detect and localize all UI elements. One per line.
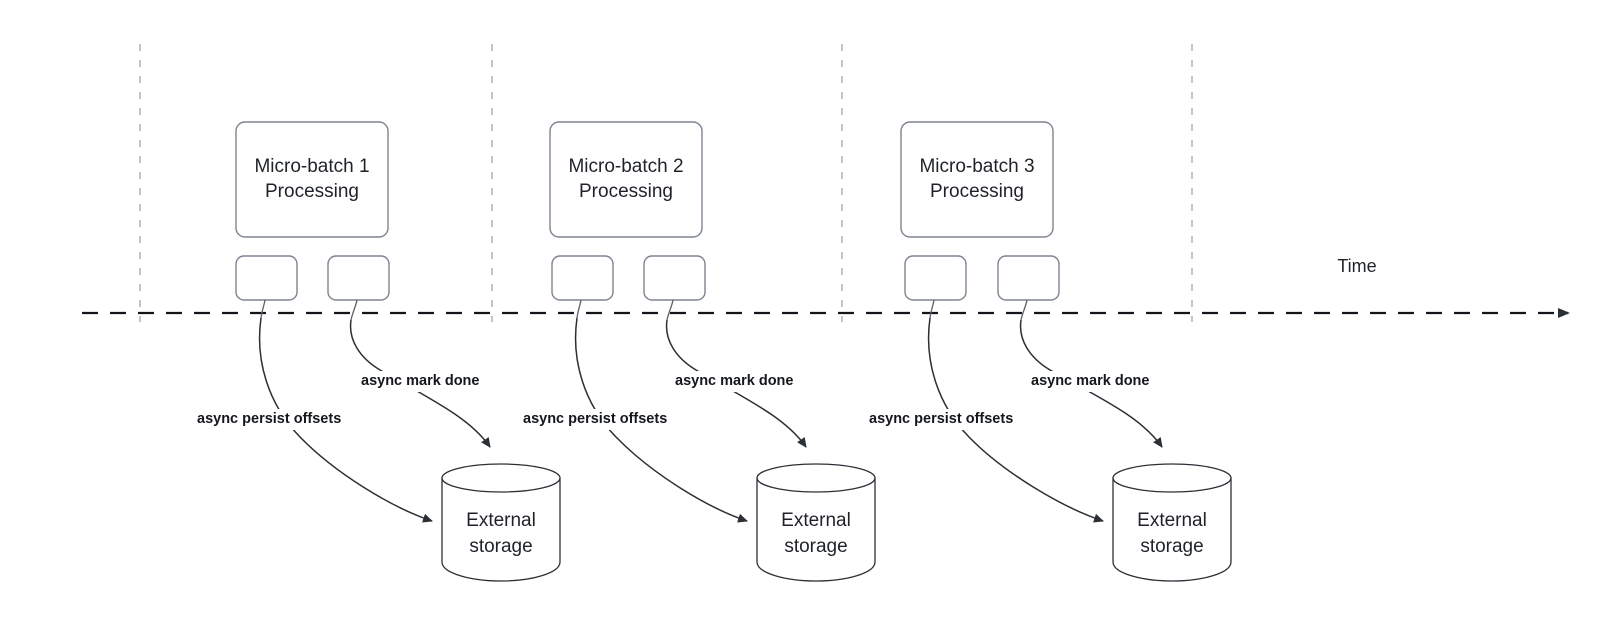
micro-batch-3-task-box-a[interactable] <box>904 255 967 301</box>
batch-group-2: Micro-batch 2 Processing External storag… <box>520 121 876 582</box>
external-storage-1[interactable]: External storage <box>441 463 561 582</box>
label-bg-2b <box>672 371 817 392</box>
external-storage-1-line1: External <box>466 510 536 531</box>
edge-3-persist-offsets <box>927 317 1104 523</box>
external-storage-3-line1: External <box>1137 510 1207 531</box>
batch-group-1: Micro-batch 1 Processing External storag… <box>194 121 561 582</box>
edge-label-1-mark-done: async mark done <box>361 373 479 389</box>
micro-batch-1-box[interactable] <box>235 121 389 238</box>
micro-batch-1-task-box-a[interactable] <box>235 255 298 301</box>
micro-batch-2-box[interactable] <box>549 121 703 238</box>
micro-batch-2-task-box-a[interactable] <box>551 255 614 301</box>
label-bg-3a <box>866 409 1046 430</box>
external-storage-1-line2: storage <box>469 536 532 557</box>
micro-batch-1-task-box-b[interactable] <box>327 255 390 301</box>
edge-label-1-persist-offsets: async persist offsets <box>197 411 341 427</box>
micro-batch-2-title-line1: Micro-batch 2 <box>568 156 683 177</box>
micro-batch-3-task-box-b[interactable] <box>997 255 1060 301</box>
stem-3b <box>1020 299 1028 321</box>
edge-label-3-mark-done: async mark done <box>1031 373 1149 389</box>
micro-batch-1-title-line2: Processing <box>265 181 359 202</box>
edge-2-persist-offsets <box>574 317 748 523</box>
micro-batch-3-box[interactable] <box>900 121 1054 238</box>
stem-2a <box>576 299 582 319</box>
label-bg-3b <box>1028 371 1173 392</box>
micro-batch-3-title-line2: Processing <box>930 181 1024 202</box>
stem-2b <box>666 299 674 321</box>
label-bg-2a <box>520 409 700 430</box>
micro-batch-2-task-box-b[interactable] <box>643 255 706 301</box>
external-storage-2-line2: storage <box>784 536 847 557</box>
stem-1b <box>350 299 358 321</box>
edge-1-persist-offsets <box>258 317 433 523</box>
edge-label-3-persist-offsets: async persist offsets <box>869 411 1013 427</box>
edge-label-2-persist-offsets: async persist offsets <box>523 411 667 427</box>
label-bg-1b <box>358 371 503 392</box>
stem-1a <box>260 299 266 319</box>
time-axis-label: Time <box>1337 256 1376 276</box>
stem-3a <box>929 299 935 319</box>
micro-batch-2-title-line2: Processing <box>579 181 673 202</box>
micro-batch-3-title-line1: Micro-batch 3 <box>919 156 1034 177</box>
external-storage-3[interactable]: External storage <box>1112 463 1232 582</box>
edge-label-2-mark-done: async mark done <box>675 373 793 389</box>
micro-batch-1-title-line1: Micro-batch 1 <box>254 156 369 177</box>
batch-group-3: Micro-batch 3 Processing External storag… <box>866 121 1232 582</box>
external-storage-2-line1: External <box>781 510 851 531</box>
external-storage-2[interactable]: External storage <box>756 463 876 582</box>
label-bg-1a <box>194 409 374 430</box>
external-storage-3-line2: storage <box>1140 536 1203 557</box>
